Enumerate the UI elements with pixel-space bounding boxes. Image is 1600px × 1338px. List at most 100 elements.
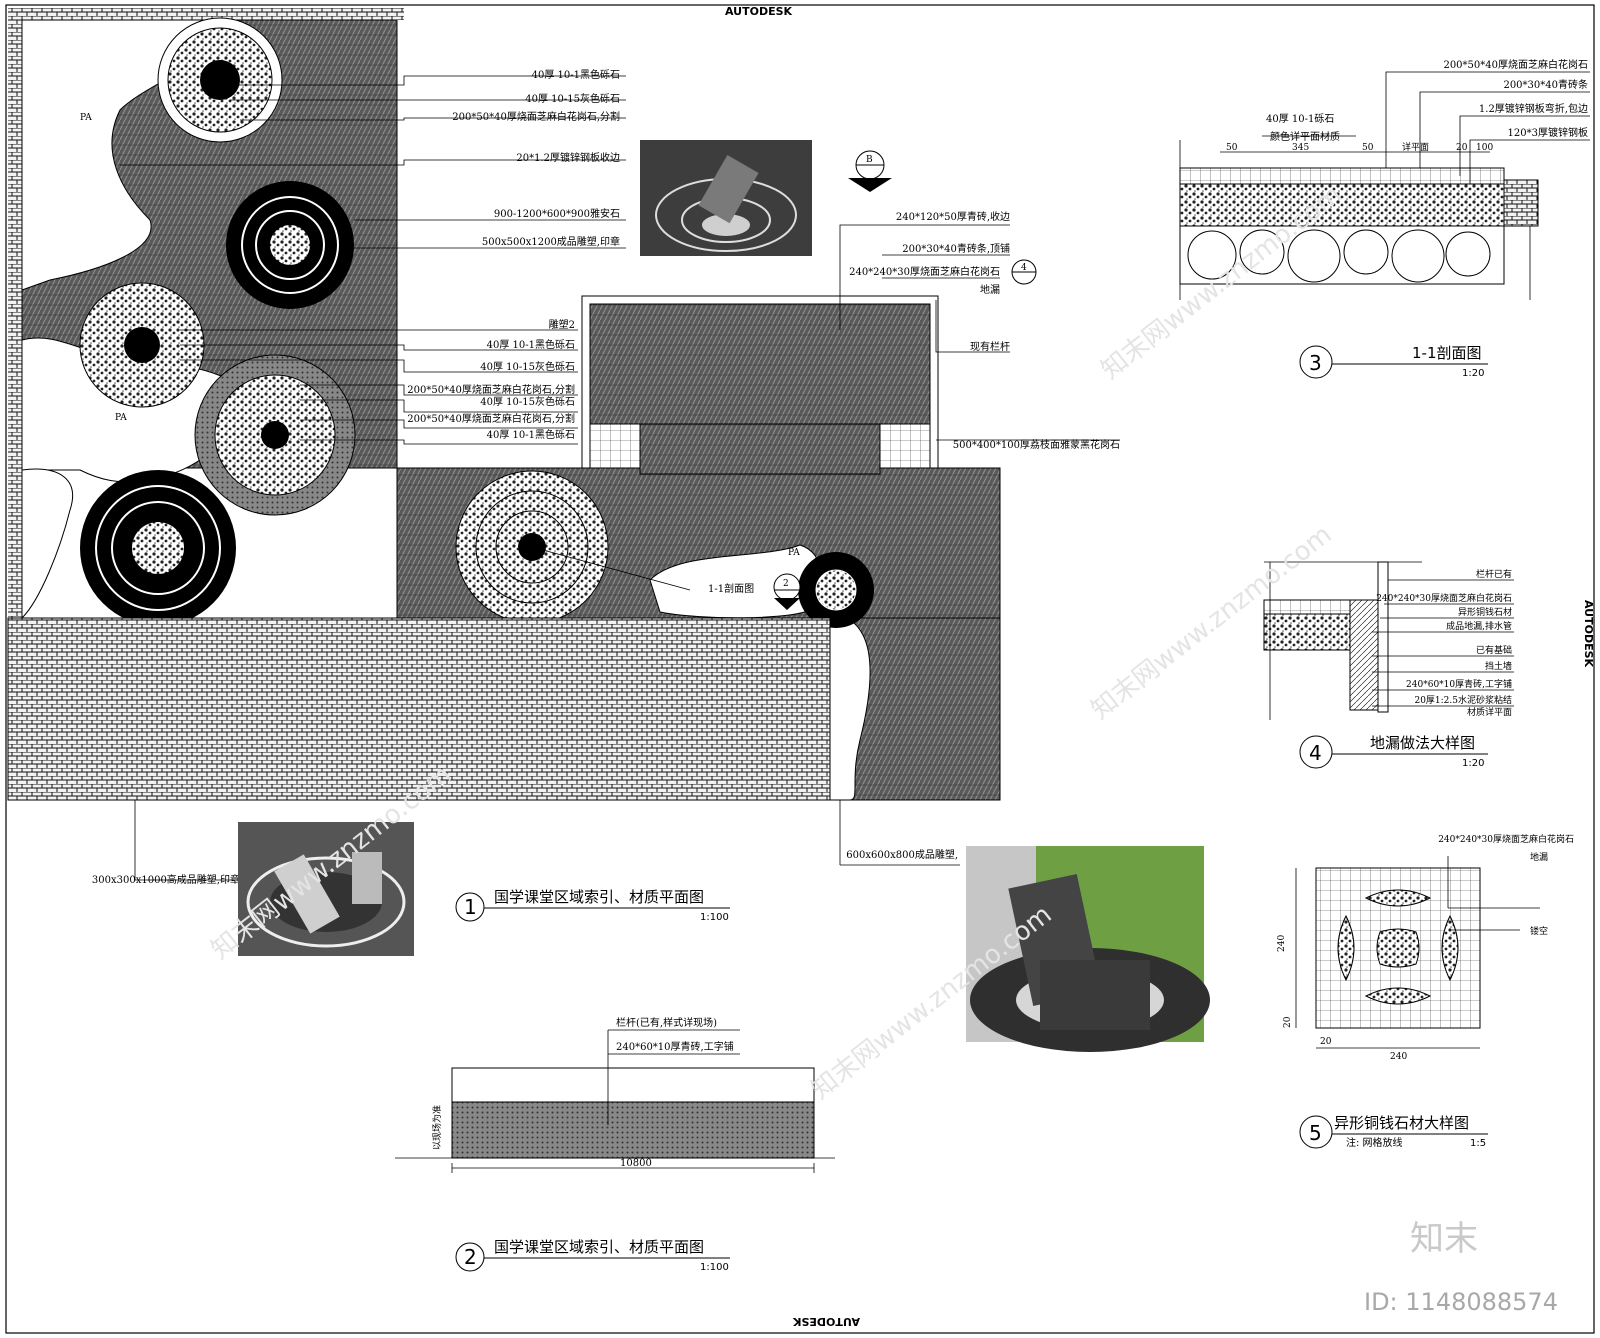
pavilion-deck — [589, 303, 931, 425]
lawn-pa-curve — [829, 619, 871, 801]
coin-center — [1376, 928, 1420, 968]
dim-detail: 详平面 — [1402, 141, 1429, 153]
detail-4-title: 4 地漏做法大样图 1:20 — [1299, 734, 1488, 769]
render-image-sculpture-top — [640, 140, 812, 256]
label-drain-pipe: 成品地漏,排水管 — [1446, 620, 1512, 632]
label-black-granite: 500*400*100厚荔枝面雅蒙黑花岗石 — [953, 438, 1120, 451]
label-drain-5: 地漏 — [1530, 851, 1548, 863]
label-granite-240: 240*240*30厚烧面芝麻白花岗石 — [1376, 592, 1512, 604]
target-circle-7 — [798, 552, 874, 628]
dim-20: 20 — [1456, 143, 1468, 153]
coin-petal-bottom — [1364, 987, 1432, 1005]
svg-text:异形铜钱石材大样图: 异形铜钱石材大样图 — [1334, 1114, 1469, 1132]
target-circle-5 — [80, 470, 236, 626]
pa-label-1: PA — [80, 113, 92, 123]
pavilion-ramp — [639, 423, 881, 475]
label-black-gravel-1: 40厚 10-1黑色砾石 — [532, 68, 620, 81]
svg-text:国学课堂区域索引、材质平面图: 国学课堂区域索引、材质平面图 — [494, 888, 704, 906]
pa-label-3: PA — [788, 548, 800, 558]
section-3: 50 345 50 详平面 20 100 40厚 10-1砾石 颜色详平面材质 … — [1179, 58, 1590, 379]
svg-text:B: B — [866, 155, 873, 165]
label-granite-divider-1: 200*50*40厚烧面芝麻白花岗石,分割 — [452, 110, 620, 123]
label-gravel-40: 40厚 10-1砾石 — [1266, 112, 1334, 125]
label-floor-drain: 地漏 — [980, 283, 1000, 296]
label-granite-divider-2: 200*50*40厚烧面芝麻白花岗石,分割 — [407, 383, 575, 396]
label-foundation: 已有基础 — [1476, 644, 1512, 656]
dim-20-vertical: 20 — [1283, 1016, 1293, 1028]
section-b-marker: B — [848, 150, 892, 192]
label-coin-stone: 异形铜钱石材 — [1458, 606, 1512, 618]
label-railing-existing: 栏杆(已有,样式详现场) — [616, 1016, 717, 1029]
svg-text:1-1剖面图: 1-1剖面图 — [1412, 344, 1482, 362]
leaders-pavilion — [839, 224, 1120, 441]
brick-band-lower — [7, 617, 831, 801]
plan-2-title: 2 国学课堂区域索引、材质平面图 1:100 — [455, 1238, 730, 1273]
label-brick-i-pattern: 240*60*10厚青砖,工字铺 — [616, 1040, 734, 1053]
label-color-per-plan: 颜色详平面材质 — [1270, 130, 1340, 143]
image-id-watermark: ID: 1148088574 — [1364, 1288, 1558, 1316]
svg-text:4: 4 — [1021, 263, 1027, 273]
detail-4-callout: 4 — [1011, 259, 1037, 285]
dim-10800: 10800 — [620, 1158, 652, 1169]
svg-text:注: 网格放线: 注: 网格放线 — [1346, 1136, 1403, 1149]
svg-text:1-1剖面图: 1-1剖面图 — [708, 582, 754, 595]
label-steel-edge: 20*1.2厚镀锌钢板收边 — [516, 151, 620, 164]
detail-4-wall — [1349, 599, 1379, 711]
leaders-upper — [120, 20, 626, 469]
plan-1: PA PA PA — [7, 8, 1120, 923]
brand-watermark: 知末 — [1410, 1219, 1478, 1259]
label-hollow: 镂空 — [1530, 925, 1548, 937]
label-granite-tile: 240*240*30厚烧面芝麻白花岗石 — [849, 265, 1000, 278]
gravel-circle-3 — [79, 282, 205, 408]
plan-2-railing — [451, 1067, 815, 1103]
svg-text:5: 5 — [1309, 1121, 1322, 1145]
svg-text:2: 2 — [464, 1245, 477, 1269]
section-3-title: 3 1-1剖面图 1:20 — [1299, 344, 1488, 379]
section-1-1-callout: 1-1剖面图 2 — [531, 546, 801, 610]
sheet-border — [5, 4, 1595, 1334]
section-3-brick-edge — [1503, 179, 1539, 227]
dim-100: 100 — [1476, 143, 1493, 153]
label-yaan-stone: 900-1200*600*900雅安石 — [494, 207, 620, 220]
svg-text:地漏做法大样图: 地漏做法大样图 — [1370, 734, 1475, 752]
border-brick-left — [8, 8, 22, 618]
label-site-confirm: 以现场为准 — [431, 1105, 443, 1150]
plan-2-paving — [451, 1101, 815, 1159]
dim-240-vertical: 240 — [1277, 935, 1287, 952]
gravel-circle-4 — [194, 354, 356, 516]
label-railing-exist: 栏杆已有 — [1476, 568, 1512, 580]
label-granite-divider-3: 200*50*40厚烧面芝麻白花岗石,分割 — [407, 412, 575, 425]
svg-text:2: 2 — [783, 579, 789, 589]
dim-240-horizontal: 240 — [1390, 1052, 1407, 1062]
svg-text:1:20: 1:20 — [1462, 368, 1484, 379]
border-brick-top — [8, 8, 404, 20]
label-grey-gravel-2: 40厚 10-15灰色砾石 — [480, 360, 575, 373]
autodesk-watermark-bottom: AUTODESK — [792, 1315, 860, 1328]
dim-345: 345 — [1292, 143, 1309, 153]
svg-text:1: 1 — [464, 895, 477, 919]
render-image-sculpture-left — [238, 822, 414, 956]
coin-petal-left — [1337, 914, 1355, 982]
svg-text:1:20: 1:20 — [1462, 758, 1484, 769]
lawn-pa-bottom — [21, 468, 73, 620]
render-image-sculpture-right — [966, 846, 1210, 1052]
pavilion-step-right — [879, 423, 931, 469]
label-black-gravel-3: 40厚 10-1黑色砾石 — [487, 428, 575, 441]
detail-5: 240*240*30厚烧面芝麻白花岗石 地漏 镂空 240 20 20 240 … — [1277, 833, 1574, 1149]
label-mortar: 20厚1:2.5水泥砂浆粘结 — [1414, 694, 1512, 706]
dim-20-horizontal: 20 — [1320, 1037, 1332, 1047]
label-granite-top: 200*50*40厚烧面芝麻白花岗石 — [1443, 58, 1588, 71]
detail-5-title: 5 异形铜钱石材大样图 注: 网格放线 1:5 — [1299, 1114, 1488, 1149]
label-sculpture-seal: 500x500x1200成品雕塑,印章 — [482, 235, 620, 248]
target-circle-2 — [226, 181, 354, 309]
plan-1-title: 1 国学课堂区域索引、材质平面图 1:100 — [455, 888, 730, 923]
svg-text:3: 3 — [1309, 351, 1322, 375]
label-large-sculpture: 600x600x800成品雕塑, — [846, 848, 958, 861]
svg-text:4: 4 — [1309, 741, 1322, 765]
autodesk-watermark-right: AUTODESK — [1582, 600, 1595, 668]
label-brick-strip: 200*30*40青砖条,顶铺 — [902, 242, 1010, 255]
coin-petal-top — [1364, 889, 1432, 907]
label-grey-gravel-3: 40厚 10-15灰色砾石 — [480, 395, 575, 408]
plan-2: 10800 以现场为准 栏杆(已有,样式详现场) 240*60*10厚青砖,工字… — [395, 1016, 835, 1273]
